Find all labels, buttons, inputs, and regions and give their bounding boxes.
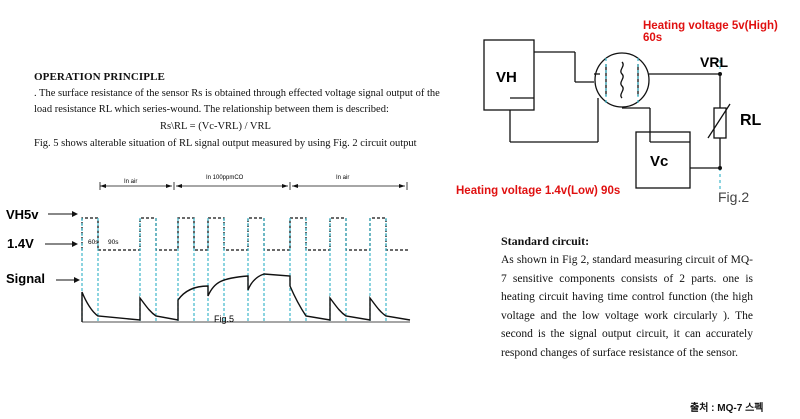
vc-box-label: Vc bbox=[650, 153, 668, 170]
standard-circuit-body: As shown in Fig 2, standard measuring ci… bbox=[501, 254, 753, 359]
heating-low-label: Heating voltage 1.4v(Low) 90s bbox=[456, 185, 621, 197]
standard-circuit-title: Standard circuit: bbox=[501, 234, 590, 248]
heater-waveform bbox=[81, 217, 410, 251]
time-label-60s: 60s bbox=[88, 239, 99, 246]
cyan-guides bbox=[81, 218, 387, 322]
vh-label: VH5v bbox=[6, 207, 39, 222]
heating-high-label: Heating voltage 5v(High) 60s bbox=[643, 20, 778, 44]
operation-title: OPERATION PRINCIPLE bbox=[34, 71, 165, 83]
phase-label: In 100ppmCO bbox=[206, 175, 244, 181]
operation-text-line: Fig. 5 shows alterable situation of RL s… bbox=[34, 138, 417, 149]
signal-label: Signal bbox=[6, 271, 45, 286]
operation-text-line: . The surface resistance of the sensor R… bbox=[34, 88, 440, 99]
time-label-90s: 90s bbox=[108, 239, 119, 246]
vh-box-label: VH bbox=[496, 69, 517, 86]
fig2-circuit-diagram: VH VRL RL Vc Fig.2 bbox=[483, 39, 762, 205]
fig2-label: Fig.2 bbox=[718, 189, 749, 205]
vrl-label: VRL bbox=[700, 54, 728, 70]
operation-text-line: load resistance RL which series-wound. T… bbox=[34, 104, 389, 115]
formula: Rs\RL = (Vc-VRL) / VRL bbox=[160, 121, 271, 132]
source-caption: 출처 : MQ-7 스펙 bbox=[690, 403, 764, 414]
phase-label: In air bbox=[336, 175, 349, 181]
rl-label: RL bbox=[740, 112, 762, 129]
low-voltage-label: 1.4V bbox=[7, 236, 34, 251]
fig5-label: Fig.5 bbox=[214, 314, 234, 324]
fig5-waveform-diagram: In air In 100ppmCO In air VH5v 1.4V Sign… bbox=[6, 175, 411, 324]
phase-label: In air bbox=[124, 179, 137, 185]
vc-box bbox=[635, 131, 691, 189]
vh-box bbox=[483, 39, 535, 111]
signal-waveform bbox=[81, 273, 411, 322]
